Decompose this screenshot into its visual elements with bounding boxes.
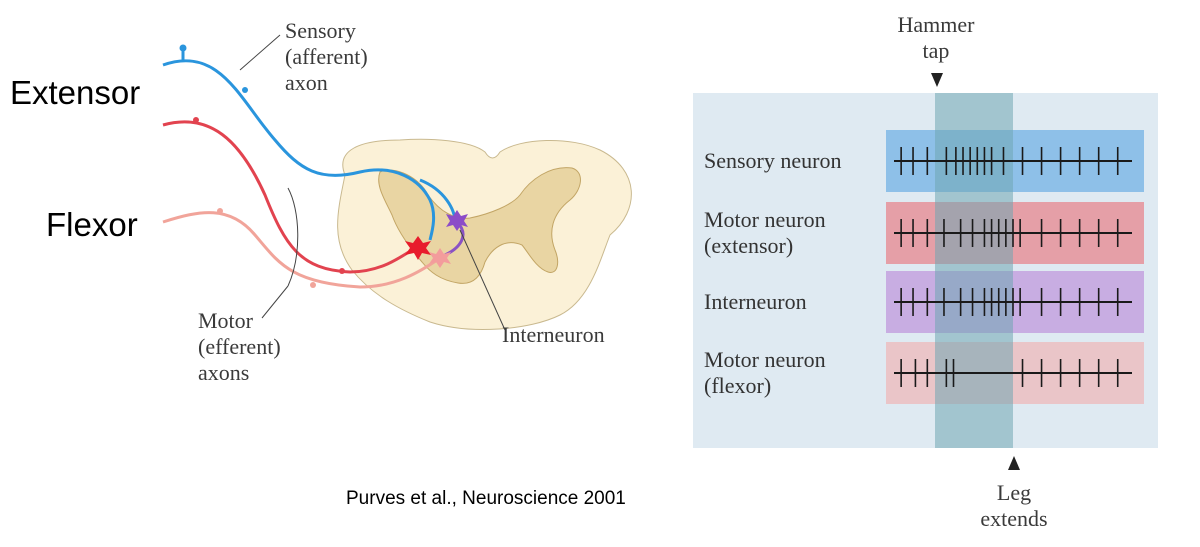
interneuron-label-leader: [459, 229, 506, 331]
leg-extends-label-line: Leg: [996, 480, 1032, 505]
sensory-axon-label: Sensory (afferent) axon: [285, 18, 368, 96]
motor-axons-label-line: axons: [198, 360, 250, 385]
spike-train: [894, 288, 1132, 316]
trace-label-line: (extensor): [704, 233, 794, 258]
activity-panel: [693, 73, 1158, 470]
interneuron-body: [446, 210, 468, 231]
sensory-axon-label-line: Sensory: [285, 18, 356, 43]
trace-label-line: Sensory neuron: [704, 148, 842, 173]
motor-axons-bracket: [287, 187, 299, 287]
trace-label: Motor neuron(extensor): [704, 207, 826, 259]
trace-label: Motor neuron(flexor): [704, 347, 826, 399]
spinal-cord: [337, 138, 632, 330]
motor-axons-label-line: Motor: [198, 308, 253, 333]
trace-label-line: Interneuron: [704, 289, 807, 314]
hammer-tap-label: Hammer tap: [886, 12, 986, 64]
extensor-label: Extensor: [10, 74, 141, 111]
trace-label: Interneuron: [704, 289, 807, 315]
sensory-axon-label-line: axon: [285, 70, 328, 95]
trace-label: Sensory neuron: [704, 148, 841, 174]
spike-train: [894, 359, 1132, 387]
trace-label-line: Motor neuron: [704, 207, 826, 232]
flexor-motor-neuron-body: [429, 248, 451, 268]
citation: Purves et al., Neuroscience 2001: [346, 488, 626, 509]
spike-train: [894, 219, 1132, 247]
hammer-tap-label-line: tap: [922, 38, 950, 63]
leg-extends-label-line: extends: [980, 506, 1048, 531]
trace-label-line: Motor neuron: [704, 347, 826, 372]
motor-label-leader: [261, 285, 289, 319]
hammer-tap-label-line: Hammer: [897, 12, 975, 37]
sensory-axon-label-line: (afferent): [285, 44, 368, 69]
leg-extends-label: Leg extends: [964, 480, 1064, 532]
motor-axons-label-line: (efferent): [198, 334, 281, 359]
hammer-tap-arrow: [931, 73, 943, 87]
leg-extends-arrow: [1008, 456, 1020, 470]
extensor-motor-axon: [162, 117, 419, 274]
stimulus-window: [935, 93, 1013, 448]
trace-label-line: (flexor): [704, 373, 772, 398]
sensory-label-leader: [239, 34, 281, 71]
motor-axons-label: Motor (efferent) axons: [198, 308, 281, 386]
spike-train: [894, 147, 1132, 175]
flexor-motor-axon: [162, 208, 441, 289]
extensor-motor-neuron-body: [405, 236, 431, 260]
flexor-label: Flexor: [46, 206, 138, 243]
interneuron-label: Interneuron: [502, 322, 605, 347]
